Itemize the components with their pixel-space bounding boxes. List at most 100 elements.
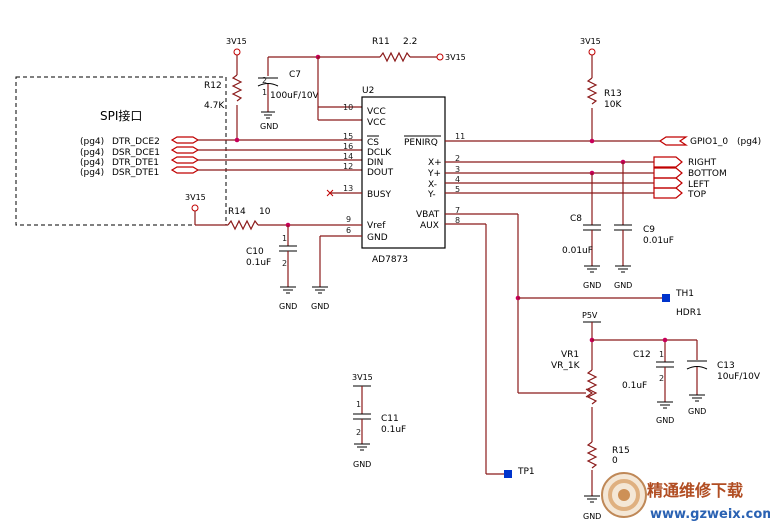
pin-mark: 2	[356, 428, 361, 437]
ic-pin-name: VBAT	[416, 210, 440, 220]
c9-ref: C9	[643, 225, 655, 235]
spi-port-name: DTR_DTE1	[112, 158, 159, 168]
gnd-label: GND	[311, 302, 329, 311]
spi-block-label: SPI接口	[100, 108, 142, 123]
th1-pad	[662, 294, 670, 302]
pin-mark: 2	[262, 76, 267, 85]
ic-pin-num: 15	[343, 132, 353, 141]
ic-pin-name: VCC	[367, 118, 386, 128]
ic-ref: U2	[362, 86, 374, 96]
ic-pin-num: 4	[455, 175, 460, 184]
r11-value: 2.2	[403, 37, 417, 47]
ic-pin-name-cs: CS	[367, 138, 379, 148]
c13-ref: C13	[717, 361, 735, 371]
tp1-pad	[504, 470, 512, 478]
touch-port-label: RIGHT	[688, 158, 717, 168]
power-port-icon	[191, 204, 199, 212]
power-label-p5v: P5V	[582, 311, 598, 320]
spi-port-name: DSR_DCE1	[112, 148, 160, 158]
wiper-arrow-icon	[578, 388, 594, 398]
r15-value: 0	[612, 456, 618, 466]
gnd-label: GND	[656, 416, 674, 425]
resistor-r12	[231, 74, 243, 102]
hdr1-ref: HDR1	[676, 308, 702, 318]
ic-part: AD7873	[372, 255, 408, 265]
ic-pin-name: BUSY	[367, 190, 391, 200]
ic-pin-name: GND	[367, 233, 388, 243]
ic-pin-name: DIN	[367, 158, 383, 168]
ic-pin-num: 14	[343, 152, 353, 161]
power-label-3v15: 3V15	[352, 373, 373, 382]
gnd-label: GND	[260, 122, 278, 131]
ic-pin-name: VCC	[367, 107, 386, 117]
th1-ref: TH1	[675, 289, 694, 299]
spi-port-symbols	[170, 136, 200, 174]
spi-port-page: (pg4)	[80, 168, 104, 178]
capacitor-c7-plate	[257, 83, 279, 87]
ic-pin-num: 8	[455, 216, 460, 225]
c8-ref: C8	[570, 214, 582, 224]
pin-mark: 1	[659, 350, 664, 359]
r12-ref: R12	[204, 81, 222, 91]
resistor-r14	[227, 219, 259, 231]
c11-value: 0.1uF	[381, 425, 406, 435]
pin-mark: 1	[282, 234, 287, 243]
power-port-icon	[436, 53, 444, 61]
gnd-label: GND	[614, 281, 632, 290]
touch-port-label: LEFT	[688, 180, 710, 190]
ic-pin-name: DOUT	[367, 168, 394, 178]
ic-pin-num: 3	[455, 165, 460, 174]
gnd-label: GND	[353, 460, 371, 469]
ic-pin-num: 7	[455, 206, 460, 215]
ic-pin-name: Y+	[427, 169, 441, 179]
spi-block-outline	[15, 76, 227, 226]
watermark-logo	[601, 472, 647, 518]
ic-pin-num: 12	[343, 162, 353, 171]
ic-pin-name: X+	[428, 158, 442, 168]
watermark-cn: 精通维修下载	[647, 481, 743, 500]
ic-pin-num: 6	[346, 226, 351, 235]
r13-ref: R13	[604, 89, 622, 99]
gnd-label: GND	[279, 302, 297, 311]
ic-u2-body	[361, 96, 446, 249]
watermark-url: www.gzweix.com	[650, 507, 770, 522]
power-label-3v15: 3V15	[226, 37, 247, 46]
ic-pin-name: DCLK	[367, 148, 392, 158]
pin-mark: 1	[356, 400, 361, 409]
c12-ref: C12	[633, 350, 651, 360]
power-label-3v15: 3V15	[580, 37, 601, 46]
spi-port-page: (pg4)	[80, 158, 104, 168]
touch-wires	[445, 161, 654, 194]
power-label-3v15: 3V15	[185, 193, 206, 202]
pin-mark: 2	[282, 259, 287, 268]
ic-pin-num: 16	[343, 142, 353, 151]
touch-port-label: BOTTOM	[688, 169, 727, 179]
ic-pin-num: 10	[343, 103, 353, 112]
spi-port-name: DSR_DTE1	[112, 168, 159, 178]
pin-mark: 1	[262, 88, 267, 97]
touch-port-symbols	[653, 156, 683, 199]
no-connect-icon	[326, 189, 334, 197]
c13-value: 10uF/10V	[717, 372, 761, 382]
c10-ref: C10	[246, 247, 264, 257]
r14-value: 10	[259, 207, 271, 217]
spi-wires	[198, 139, 362, 171]
vr1-value: VR_1K	[551, 361, 581, 371]
vr1-ref: VR1	[561, 350, 579, 360]
c10-value: 0.1uF	[246, 258, 271, 268]
capacitor-c13-plate	[686, 366, 708, 370]
resistor-r11	[379, 51, 411, 63]
junction-dot	[589, 138, 595, 144]
c8-value: 0.01uF	[562, 246, 593, 256]
touch-port-label: TOP	[687, 190, 707, 200]
spi-port-name: DTR_DCE2	[112, 137, 160, 147]
ic-pin-num: 11	[455, 132, 465, 141]
ic-pin-name: X-	[428, 180, 437, 190]
potentiometer-vr1	[586, 369, 598, 405]
r14-ref: R14	[228, 207, 246, 217]
gnd-label: GND	[583, 512, 601, 521]
junction-dot	[662, 337, 668, 343]
c9-value: 0.01uF	[643, 236, 674, 246]
